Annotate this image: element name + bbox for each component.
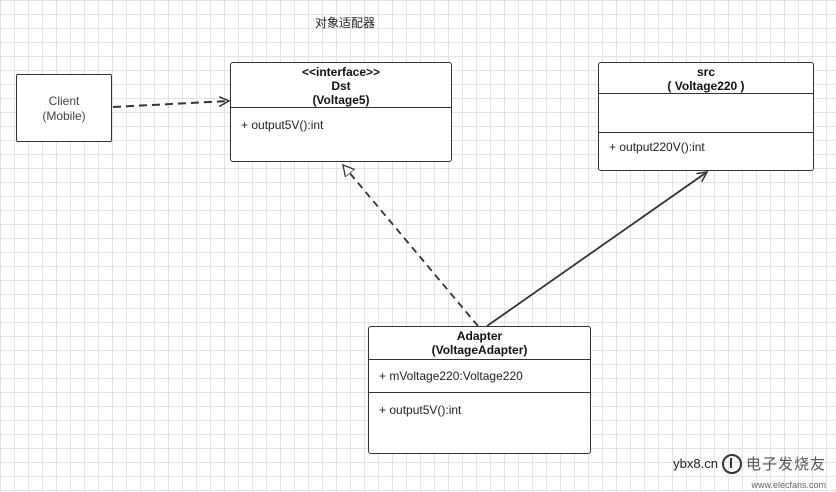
client-node[interactable]: Client (Mobile) [16,74,112,142]
watermark-brand: 电子发烧友 [745,456,826,473]
dst-stereotype: <<interface>> [301,65,381,79]
adapter-header: Adapter (VoltageAdapter) [369,327,590,360]
src-class-box[interactable]: src ( Voltage220 ) + output220V():int [598,62,814,171]
src-type: ( Voltage220 ) [667,79,745,93]
adapter-method: + output5V():int [379,403,462,417]
watermark-text: ybx8.cn [673,456,718,471]
adapter-to-dst-realization [343,165,479,327]
dst-type: (Voltage5) [312,93,370,107]
dst-method: + output5V():int [241,118,324,132]
watermark-url: www.elecfans.com [751,480,826,490]
watermark: ybx8.cn 电子发烧友 [673,453,826,474]
client-name: Client [48,94,80,108]
adapter-class-box[interactable]: Adapter (VoltageAdapter) + mVoltage220:V… [368,326,591,454]
dst-name: Dst [331,79,351,93]
adapter-to-src-association [486,172,707,327]
client-subtitle: (Mobile) [42,109,86,123]
src-fields [599,94,813,133]
diagram-title: 对象适配器 [314,16,375,30]
dst-interface-box[interactable]: <<interface>> Dst (Voltage5) + output5V(… [230,62,452,162]
adapter-type: (VoltageAdapter) [431,343,528,357]
adapter-field: + mVoltage220:Voltage220 [369,360,590,393]
dst-header: <<interface>> Dst (Voltage5) [231,63,451,108]
src-name: src [696,65,716,79]
watermark-logo-icon [721,453,742,474]
src-method: + output220V():int [609,140,705,154]
client-to-dst-dependency [112,101,229,108]
adapter-name: Adapter [456,329,503,343]
src-header: src ( Voltage220 ) [599,63,813,94]
